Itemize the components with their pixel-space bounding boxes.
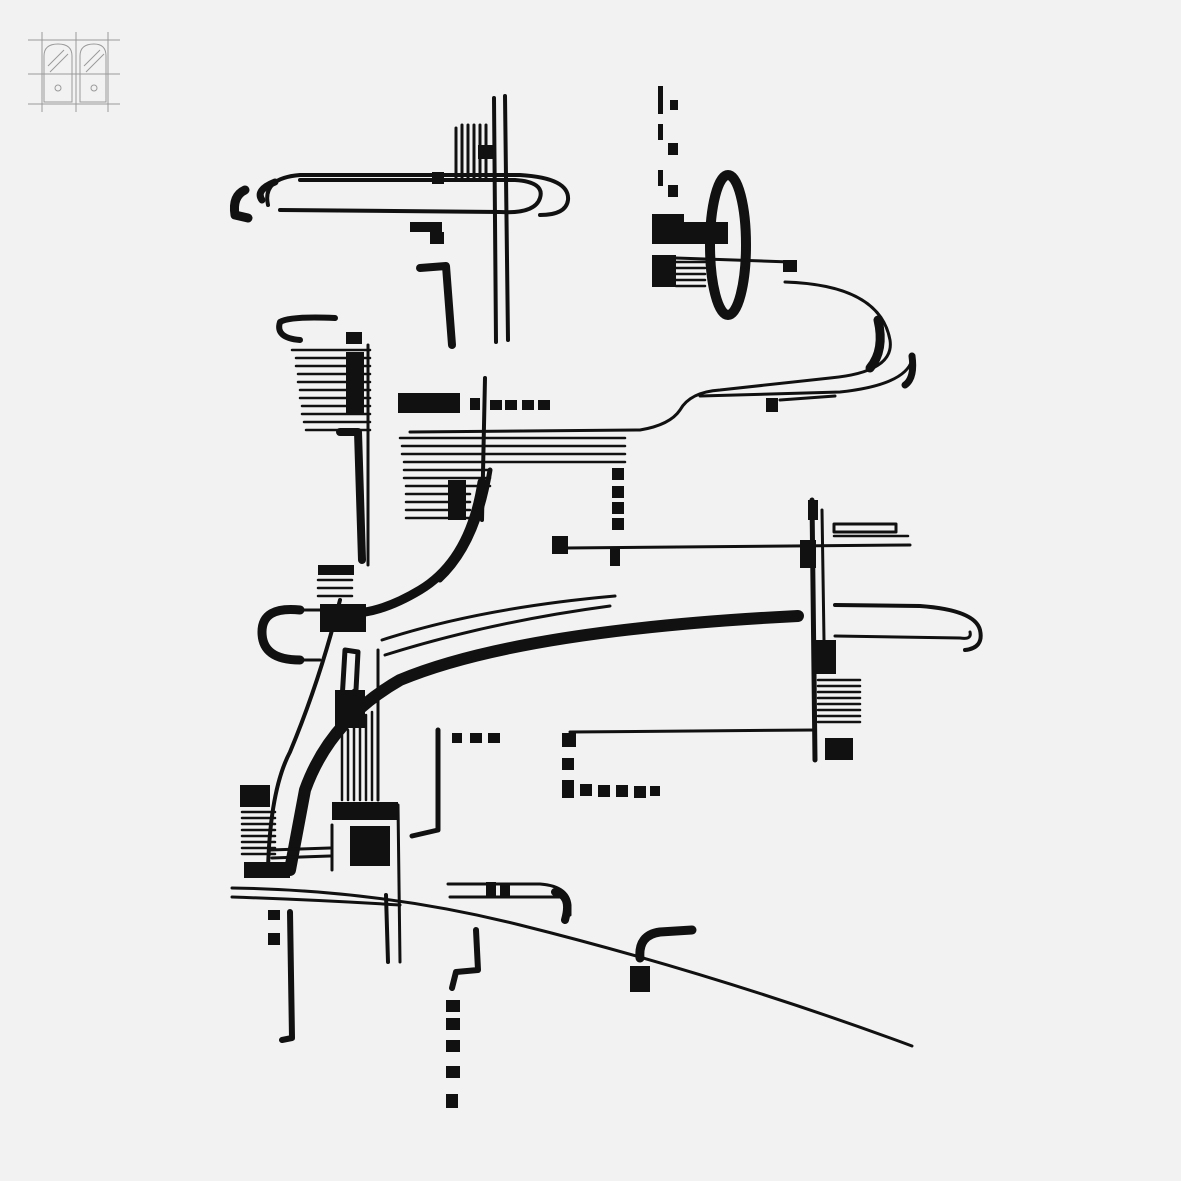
horizontal-hatch-oval (674, 260, 707, 288)
top-right-oval-cluster (652, 86, 797, 320)
vertical-hatch-top (454, 94, 510, 344)
top-capsule-cluster (230, 94, 571, 349)
lower-left-block (240, 727, 500, 964)
right-middle-structure (552, 497, 983, 763)
bottom-diagonal (230, 882, 914, 1048)
middle-hatch-block (398, 376, 627, 566)
left-hatch-block (276, 314, 372, 567)
right-swoop-curve (408, 280, 917, 434)
vertical-hatch-lower (340, 648, 380, 802)
bottom-left-verticals (268, 909, 481, 1108)
dotted-path-lower (562, 733, 660, 798)
main-sweep-curve (257, 467, 804, 876)
sketch-logo-icon (28, 32, 120, 112)
